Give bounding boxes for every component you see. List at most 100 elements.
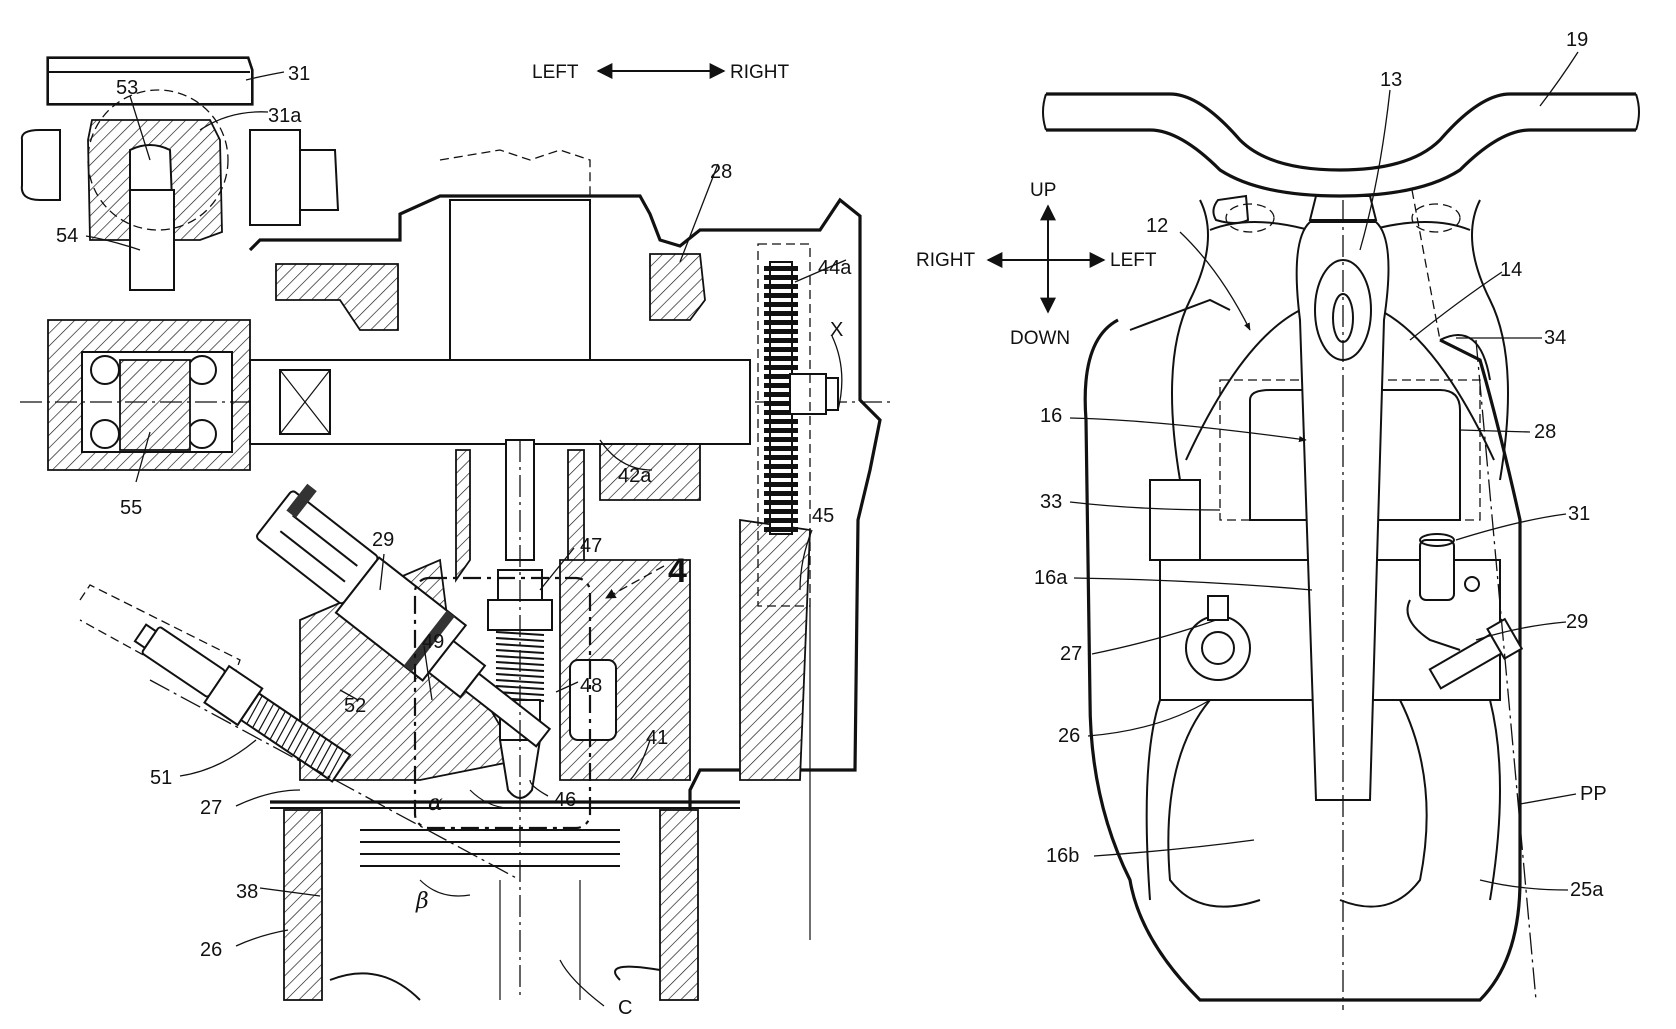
plug-thread [269, 711, 286, 740]
label-25a: 25a [1570, 879, 1604, 901]
label-48: 48 [580, 675, 602, 697]
label-38: 38 [236, 881, 258, 903]
plug-thread [263, 707, 281, 736]
plug-thread [327, 750, 344, 779]
label-28-front: 28 [1534, 421, 1556, 443]
sprocket-tooth [764, 293, 798, 298]
label-41: 41 [646, 727, 668, 749]
label-19: 19 [1566, 29, 1588, 51]
left-section-view: LEFT RIGHT [20, 56, 890, 1019]
right-front-view: UP DOWN RIGHT LEFT [916, 29, 1640, 1010]
label-47: 47 [580, 535, 602, 557]
plug-thread [286, 722, 304, 752]
sensor-assembly [256, 483, 552, 748]
plug-thread [292, 726, 310, 756]
label-26: 26 [200, 939, 222, 961]
label-27: 27 [200, 797, 222, 819]
sprocket-tooth [764, 500, 798, 505]
beta-arc [419, 879, 471, 897]
plug-thread [275, 714, 292, 744]
sprocket-tooth [764, 329, 798, 334]
plug-thread [495, 679, 545, 684]
sprocket-tooth [764, 266, 798, 271]
sprocket-tooth [764, 410, 798, 415]
label-34: 34 [1544, 327, 1566, 349]
label-55: 55 [120, 497, 142, 519]
sprocket-tooth [764, 455, 798, 460]
label-26-front: 26 [1058, 725, 1080, 747]
label-PP: PP [1580, 783, 1607, 805]
label-29: 29 [372, 529, 394, 551]
plane-PP-line [1475, 339, 1537, 1001]
label-31-front: 31 [1568, 503, 1590, 525]
label-54: 54 [56, 225, 78, 247]
sprocket-tooth [764, 383, 798, 388]
plug-thread [246, 695, 263, 725]
sprocket-tooth [764, 464, 798, 469]
piston [329, 829, 661, 1001]
plug-thread [281, 718, 298, 748]
sprocket-tooth [764, 275, 798, 280]
label-33: 33 [1040, 491, 1062, 513]
sprocket-tooth [764, 428, 798, 433]
sprocket-tooth [764, 473, 798, 478]
label-46: 46 [554, 789, 576, 811]
label-C: C [618, 997, 632, 1019]
sprocket-tooth [764, 482, 798, 487]
sprocket-tooth [764, 374, 798, 379]
beta-symbol: β [415, 889, 429, 914]
plug-thread [321, 746, 339, 776]
label-16a: 16a [1034, 567, 1068, 589]
sprocket-tooth [764, 338, 798, 343]
label-X: X [830, 319, 843, 341]
cam-sprocket [764, 261, 839, 535]
sprocket-tooth [764, 446, 798, 451]
label-53: 53 [116, 77, 138, 99]
direction-right-text-2: RIGHT [916, 250, 976, 271]
sprocket-tooth [764, 401, 798, 406]
sprocket-tooth [764, 284, 798, 289]
throttle-body-components [1185, 533, 1524, 690]
direction-left-text: LEFT [532, 62, 579, 83]
label-16: 16 [1040, 405, 1062, 427]
plug-thread [310, 738, 327, 768]
label-27-front: 27 [1060, 643, 1082, 665]
cylinder-block [270, 800, 740, 1001]
section-arrow-icon [605, 565, 665, 599]
sprocket-tooth [764, 347, 798, 352]
sprocket-tooth [764, 509, 798, 514]
handlebar [1042, 92, 1640, 198]
label-42a: 42a [618, 465, 652, 487]
sprocket-tooth [764, 392, 798, 397]
section-marker-text: 4 [668, 552, 687, 590]
up-down-left-right-indicator: UP DOWN RIGHT LEFT [916, 180, 1157, 349]
sprocket-tooth [764, 320, 798, 325]
sprocket-tooth [764, 419, 798, 424]
frame-reference-line [1411, 189, 1441, 341]
direction-down-text: DOWN [1010, 328, 1070, 349]
plug-thread [252, 699, 269, 729]
sprocket-tooth [764, 437, 798, 442]
label-31a: 31a [268, 105, 302, 127]
label-16b: 16b [1046, 845, 1079, 867]
sprocket-tooth [764, 365, 798, 370]
plug-thread [495, 643, 545, 648]
label-29-front: 29 [1566, 611, 1588, 633]
plug-thread [495, 673, 545, 678]
left-right-direction-indicator: LEFT RIGHT [532, 62, 790, 83]
front-fork-assembly [1212, 194, 1461, 1010]
right-leader-lines [1069, 51, 1579, 891]
label-14: 14 [1500, 259, 1522, 281]
label-31: 31 [288, 63, 310, 85]
label-28: 28 [710, 161, 732, 183]
label-49: 49 [422, 631, 444, 653]
alpha-arc [469, 789, 517, 809]
direction-right-text: RIGHT [730, 62, 790, 83]
direction-left-text-2: LEFT [1110, 250, 1157, 271]
sprocket-tooth [764, 491, 798, 496]
sprocket-tooth [764, 311, 798, 316]
sprocket-tooth [764, 518, 798, 523]
sprocket-tooth [764, 356, 798, 361]
label-12: 12 [1146, 215, 1168, 237]
